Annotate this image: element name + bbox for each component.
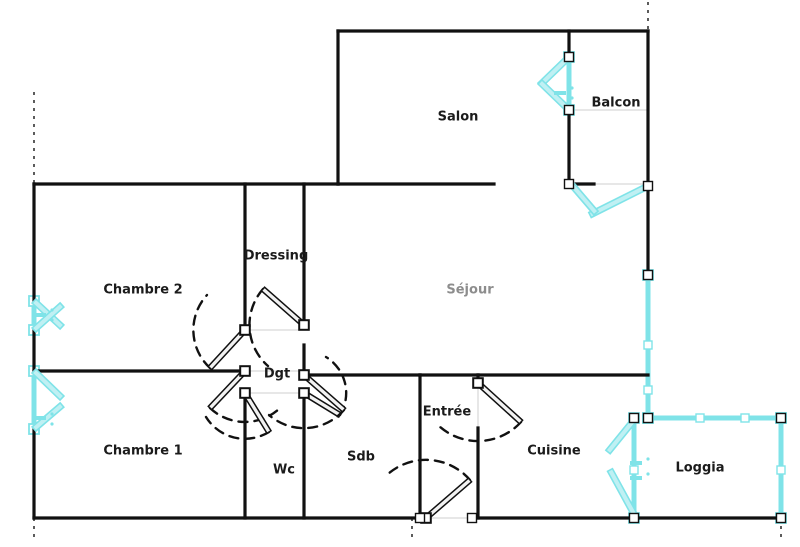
glazing-mullion-4: [776, 465, 786, 475]
window-chambre1-upper-leaf: [30, 367, 66, 402]
wall-node-8: [466, 512, 478, 524]
glazing-mullion-0: [643, 340, 653, 350]
wall-node-17: [563, 104, 575, 116]
wall-node-4: [298, 387, 310, 399]
window-chambre1-lower-leaf: [31, 401, 65, 433]
wall-node-19: [642, 180, 654, 192]
wall-node-layer: [239, 51, 787, 524]
casement-dot-1: [50, 318, 54, 322]
dashed-axis-layer: [33, 2, 782, 540]
room-label-wc: Wc: [273, 463, 295, 478]
room-label-sdb: Sdb: [347, 450, 375, 465]
room-label-cuisine: Cuisine: [527, 444, 581, 459]
casement-dot-0: [50, 308, 54, 312]
door-entrance-swing-arc: [386, 458, 472, 482]
wall-node-12: [775, 412, 787, 424]
door-dgt-sejour-swing-arc: [267, 408, 346, 430]
wall-node-0: [298, 319, 310, 331]
room-label-chambre1: Chambre 1: [103, 444, 182, 459]
window-chambre2-lower-leaf: [31, 301, 65, 334]
room-label-dressing: Dressing: [244, 249, 309, 264]
door-entree-cuisine-swing-arc: [437, 420, 523, 443]
wall-node-5: [298, 369, 310, 381]
wall-node-11: [642, 412, 654, 424]
wall-node-13: [775, 512, 787, 524]
glazing-mullion-3: [740, 413, 750, 423]
glazing-mullion-2: [695, 413, 705, 423]
room-label-chambre2: Chambre 2: [103, 283, 182, 298]
room-label-entree: Entrée: [423, 405, 472, 420]
wall-node-14: [628, 412, 640, 424]
wall-node-15: [628, 512, 640, 524]
casement-dot-3: [50, 422, 54, 426]
room-label-sejour: Séjour: [446, 283, 494, 298]
wall-node-18: [563, 178, 575, 190]
wall-node-16: [563, 51, 575, 63]
wall-layer: [32, 29, 783, 520]
door-wc-swing-arc: [204, 415, 271, 440]
casement-dot-5: [570, 96, 574, 100]
room-label-balcon: Balcon: [591, 96, 640, 111]
wall-node-1: [239, 324, 251, 336]
wall-node-9: [414, 512, 426, 524]
room-label-salon: Salon: [438, 110, 479, 125]
glazing-mullion-5: [629, 465, 639, 475]
wall-node-6: [472, 377, 484, 389]
wall-node-10: [642, 269, 654, 281]
casement-dot-7: [646, 472, 650, 476]
casement-dot-4: [570, 86, 574, 90]
door-chambre1-swing-arc: [208, 404, 284, 424]
wall-node-3: [239, 387, 251, 399]
wall-node-2: [239, 365, 251, 377]
casement-dot-6: [646, 457, 650, 461]
casement-dot-2: [50, 412, 54, 416]
room-label-loggia: Loggia: [675, 461, 724, 476]
door-chambre2-swing-arc: [192, 293, 212, 370]
room-label-dgt: Dgt: [264, 367, 290, 382]
glazing-mullion-1: [643, 385, 653, 395]
window-casement-layer: [30, 53, 651, 517]
